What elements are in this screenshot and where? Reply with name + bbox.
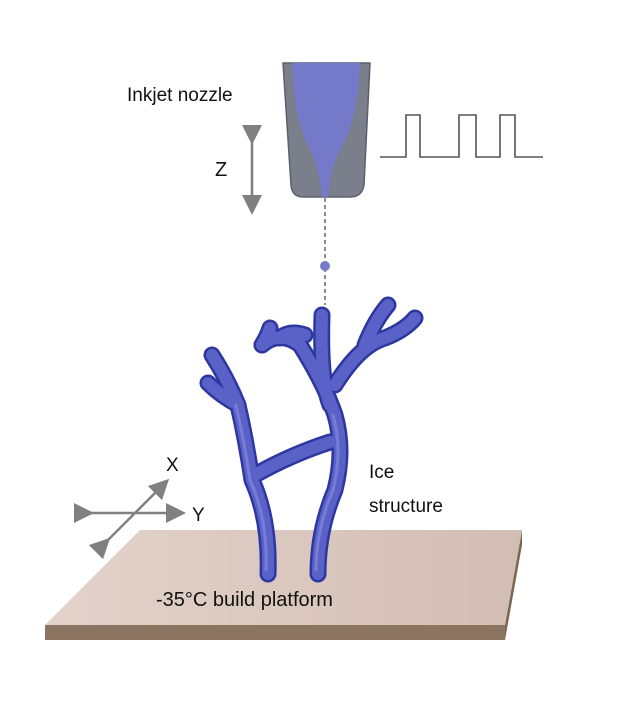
nozzle-label: Inkjet nozzle xyxy=(127,85,233,106)
platform-label: -35°C build platform xyxy=(156,589,333,611)
inkjet-nozzle xyxy=(282,62,371,198)
ice-label-line1: Ice xyxy=(369,462,395,483)
y-axis-label: Y xyxy=(192,505,205,526)
pulse-waveform xyxy=(380,114,543,158)
ice-label-line2: structure xyxy=(369,496,443,517)
x-axis-label: X xyxy=(166,455,179,476)
ice-structure xyxy=(199,296,424,583)
z-axis-label: Z xyxy=(215,159,228,181)
droplet xyxy=(320,261,330,271)
build-platform xyxy=(45,530,522,640)
